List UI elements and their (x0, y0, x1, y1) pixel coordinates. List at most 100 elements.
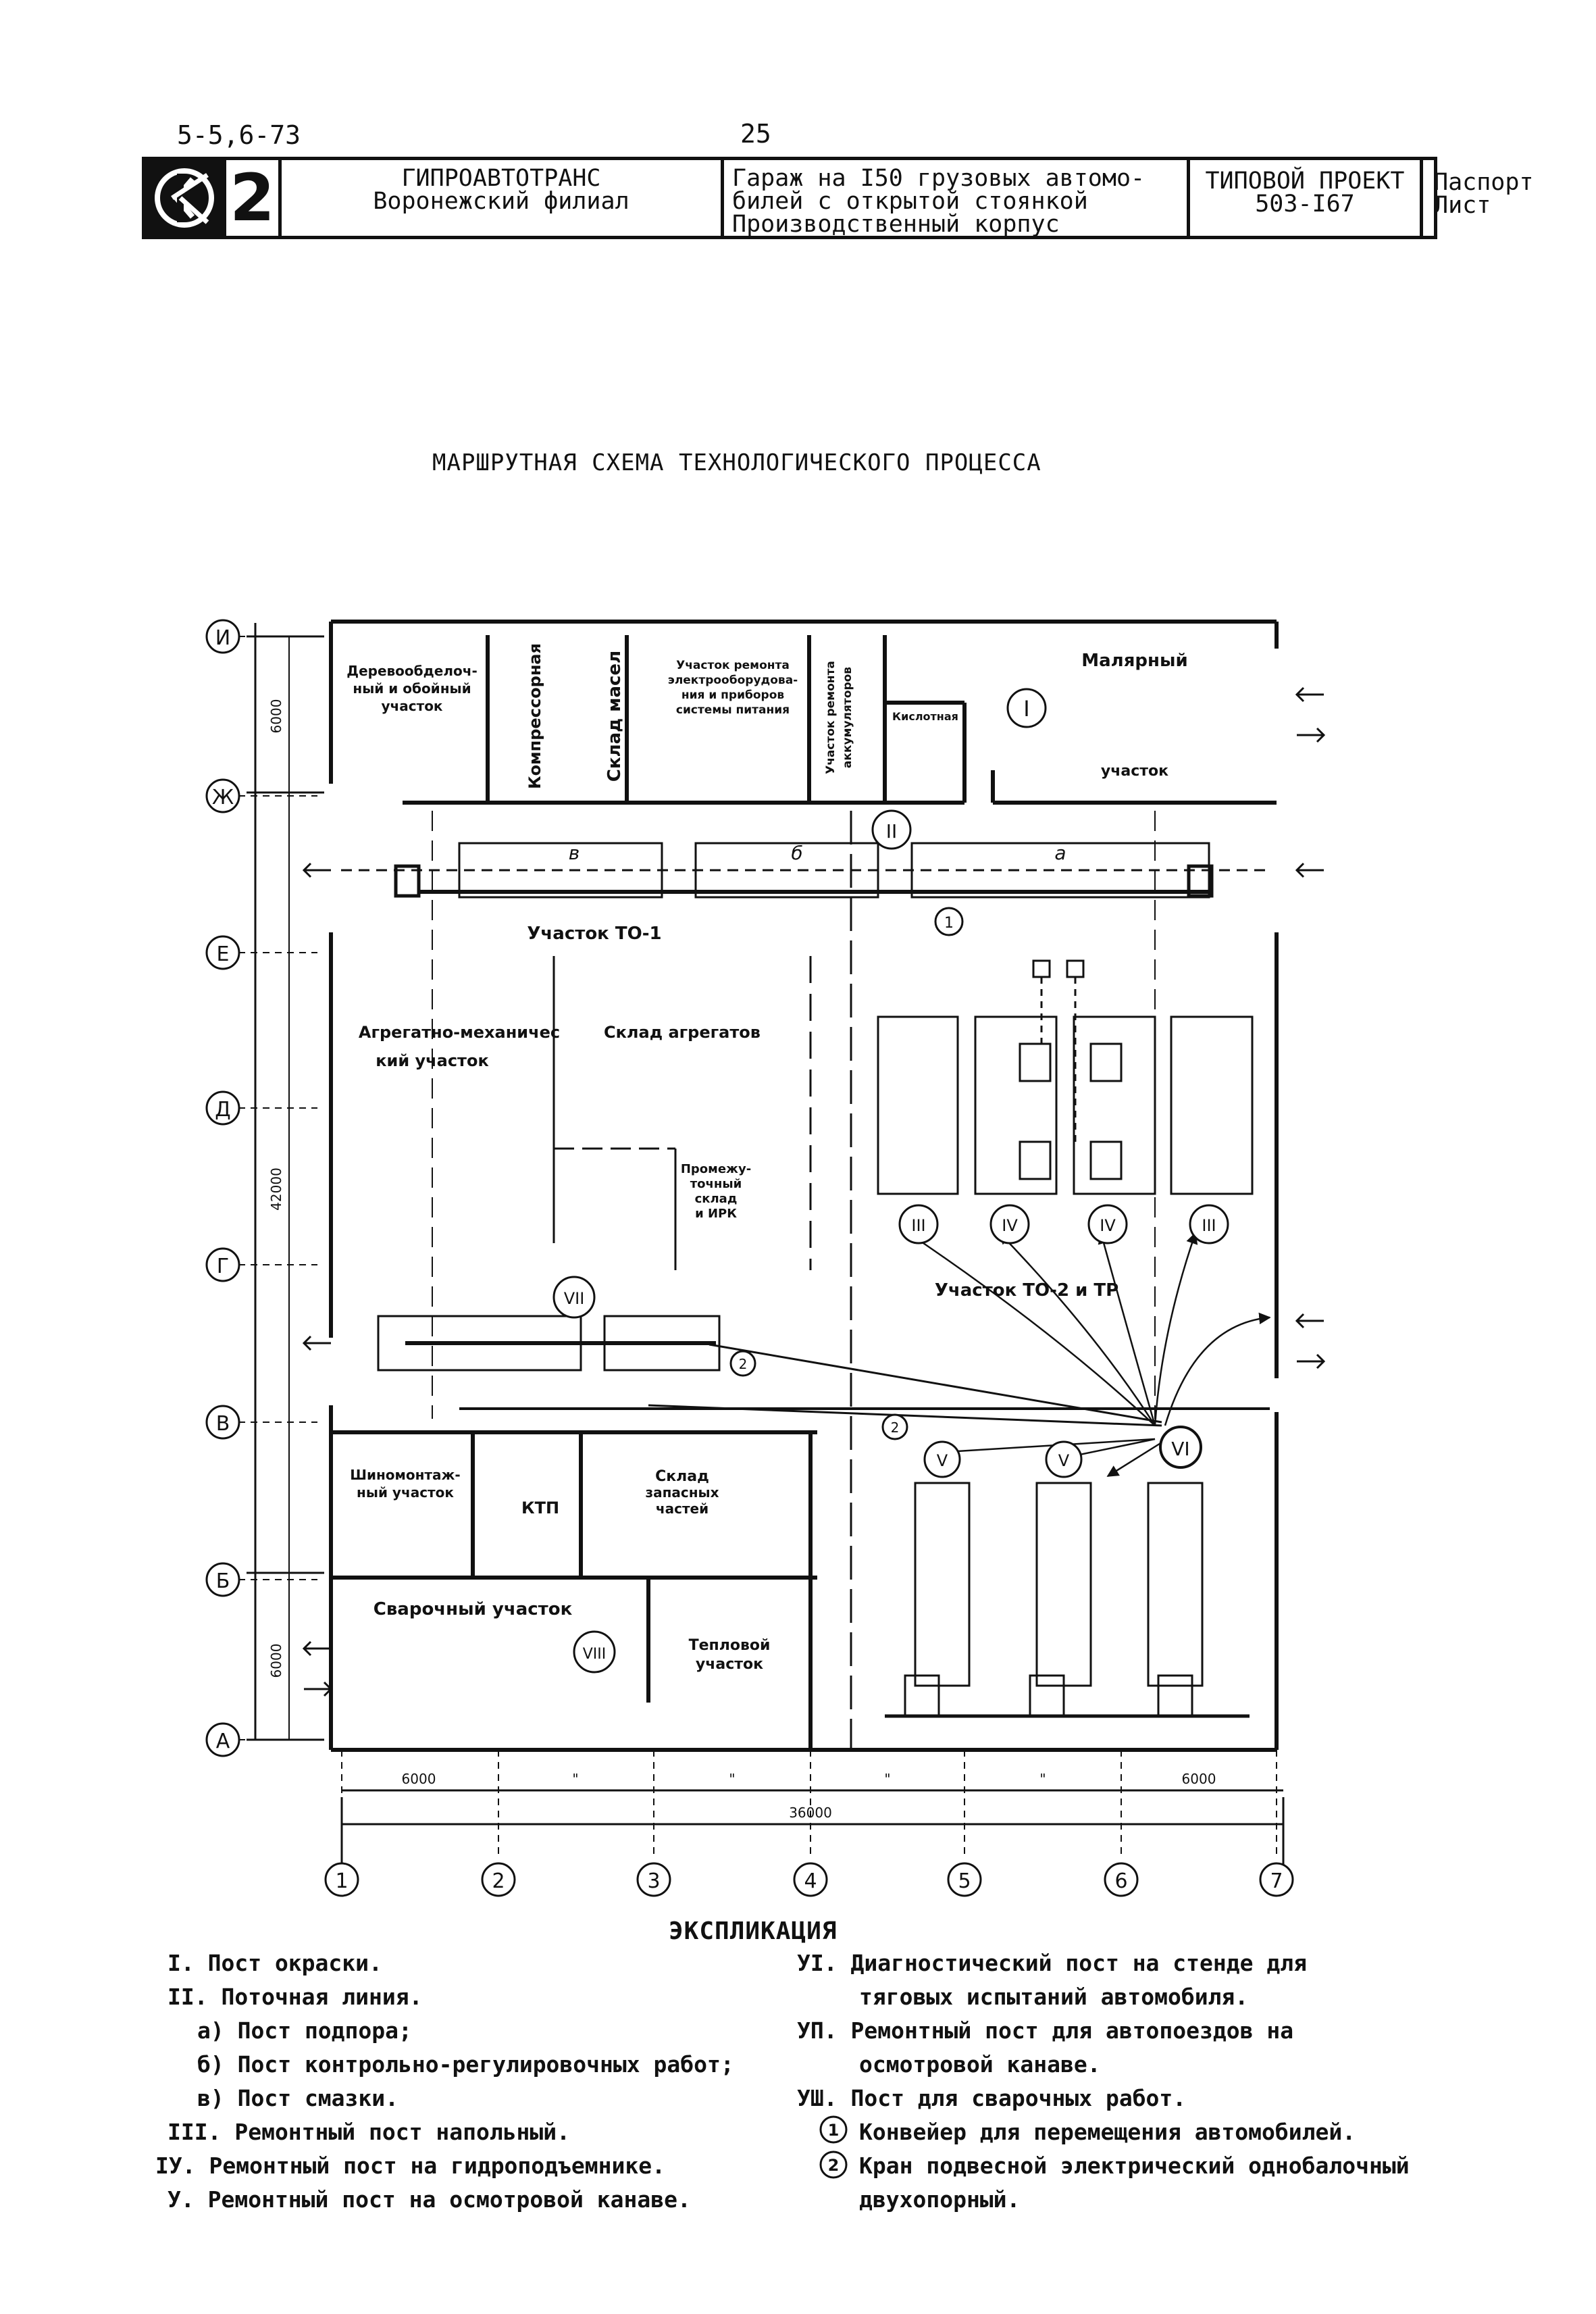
post-marker-v-2[interactable] (1045, 1440, 1083, 1478)
post-marker-iv-left[interactable] (989, 1204, 1030, 1244)
axis-label-g: Г (217, 1255, 229, 1278)
axis-bubble-7 (1259, 1862, 1294, 1897)
post-label-vii: VII (564, 1289, 585, 1308)
crane-legend-icon (819, 2150, 848, 2179)
room-parts-2: запасных (645, 1484, 719, 1501)
explication-title: ЭКСПЛИКАЦИЯ (669, 1917, 838, 1945)
post-marker-ii[interactable] (871, 809, 912, 850)
project-line-3: Производственный корпус (732, 211, 1060, 238)
axis-label-6: 6 (1114, 1869, 1127, 1893)
expl-item-5: У. Ремонтный пост на осмотровой канаве. (168, 2186, 691, 2213)
logo-number: 2 (226, 160, 282, 236)
axis-label-2: 2 (492, 1869, 505, 1893)
post-label-v-1: V (937, 1451, 948, 1470)
axis-bubble-b (205, 1562, 240, 1597)
post-marker-iii-left[interactable] (898, 1204, 939, 1244)
expl-item-2b: б) Пост контрольно-регулировочных работ; (197, 2051, 734, 2078)
room-compressor: Компрессорная (525, 643, 544, 789)
crane-legend-number: 2 (828, 2156, 840, 2175)
dim-bottom-bay: 6000 (268, 1644, 284, 1678)
crane-marker-to2[interactable] (881, 1413, 908, 1440)
room-acid: Кислотная (892, 710, 958, 723)
type-project-number: 503-I67 (1255, 191, 1355, 218)
axis-label-d: Д (215, 1098, 230, 1122)
dim-ditto-2: " (729, 1771, 735, 1787)
room-oil-store: Склад масел (604, 651, 625, 782)
dim-last-span: 6000 (1182, 1771, 1216, 1787)
flow-arrows[interactable] (302, 686, 1326, 1697)
conveyor-legend-number: 1 (828, 2121, 840, 2140)
post-marker-viii[interactable] (573, 1630, 616, 1674)
row-axis-markers: И Ж Е Д Г В Б А (205, 619, 240, 1757)
room-paint-1: Малярный (1081, 651, 1187, 671)
room-paint-2: участок (1101, 763, 1168, 780)
to1-conveyor-line[interactable] (341, 811, 1270, 1419)
crane-label-to2: 2 (891, 1419, 900, 1436)
room-inter-3: склад (695, 1192, 738, 1206)
room-inter-4: и ИРК (695, 1207, 737, 1221)
axis-label-4: 4 (804, 1869, 817, 1893)
dim-ditto-1: " (572, 1771, 578, 1787)
room-ktp: КТП (521, 1499, 559, 1517)
org-branch: Воронежский филиал (373, 188, 629, 215)
room-elec-4: системы питания (676, 703, 790, 717)
diagnostic-route-lines (907, 1232, 1271, 1478)
post-label-ii: II (886, 820, 898, 842)
dim-total: 36000 (789, 1805, 832, 1821)
post-marker-i[interactable] (1006, 688, 1047, 728)
to2-post-outlines[interactable] (877, 959, 1254, 1195)
axis-bubble-d (205, 1090, 240, 1126)
crane-label-vii: 2 (739, 1356, 748, 1372)
post-marker-iii-right[interactable] (1189, 1204, 1229, 1244)
room-agg-mech-1: Агрегатно-механичес (359, 1023, 560, 1042)
room-thermal-2: участок (696, 1656, 763, 1673)
room-tire-1: Шиномонтаж- (350, 1467, 460, 1483)
room-elec-2: электрооборудова- (668, 674, 798, 687)
project-line-2: билей с открытой стоянкой (732, 188, 1088, 215)
expl-item-1: I. Пост окраски. (168, 1950, 382, 1976)
post-vii-and-crane[interactable] (377, 1315, 1270, 1427)
axis-bubble-3 (636, 1862, 671, 1897)
room-agg-store: Склад агрегатов (604, 1023, 761, 1042)
organization-cell: ГИПРОАВТОТРАНС Воронежский филиал (282, 160, 724, 236)
project-cell: Гараж на I50 грузовых автомо- билей с от… (724, 160, 1190, 236)
axis-label-3: 3 (647, 1869, 660, 1893)
room-woodwork-1: Деревообделоч- (346, 663, 478, 679)
interior-partitions (552, 811, 852, 1750)
conveyor-marker-1[interactable] (934, 907, 964, 936)
axis-bubble-v (205, 1405, 240, 1440)
dim-ditto-3: " (884, 1771, 890, 1787)
line-position-letters: в б а (569, 842, 1066, 864)
room-parts-3: частей (656, 1501, 709, 1517)
diagram-title: МАРШРУТНАЯ СХЕМА ТЕХНОЛОГИЧЕСКОГО ПРОЦЕС… (432, 449, 1041, 476)
room-battery-1: Участок ремонта (824, 661, 838, 774)
axis-bubble-5 (947, 1862, 982, 1897)
post-marker-vii[interactable] (552, 1276, 596, 1319)
dim-first-span: 6000 (402, 1771, 436, 1787)
axis-label-e: Е (217, 942, 230, 966)
axis-bubble-zh (205, 778, 240, 813)
explication-markers: 1 2 (819, 2115, 848, 2179)
expl-item-crane: Кран подвесной электрический однобалочны… (859, 2153, 1410, 2179)
post-marker-vi[interactable] (1159, 1426, 1202, 1469)
axis-label-b: Б (216, 1569, 230, 1593)
standards-logo-icon (145, 160, 226, 236)
room-agg-mech-2: кий участок (376, 1051, 489, 1070)
inspection-pits[interactable] (885, 1482, 1250, 1718)
room-woodwork-3: участок (381, 698, 442, 714)
post-marker-iv-right[interactable] (1087, 1204, 1128, 1244)
expl-item-6: УI. Диагностический пост на стенде для (797, 1950, 1307, 1976)
grid-axis-lines (238, 636, 1277, 1858)
post-markers[interactable]: I II III IV IV III V V VI VII VIII 1 2 2 (552, 688, 1229, 1674)
crane-marker-vii[interactable] (729, 1350, 756, 1377)
axis-label-i: И (215, 626, 230, 650)
room-woodwork-2: ный и обойный (353, 680, 471, 697)
axis-bubble-g (205, 1247, 240, 1282)
dim-top-bay: 6000 (268, 699, 284, 734)
type-project-label: ТИПОВОЙ ПРОЕКТ (1205, 168, 1405, 195)
room-elec-1: Участок ремонта (676, 659, 790, 672)
expl-item-conveyor: Конвейер для перемещения автомобилей. (859, 2119, 1356, 2145)
post-marker-v-1[interactable] (923, 1440, 961, 1478)
sheet-cell: Паспорт Лист (1423, 160, 1569, 236)
